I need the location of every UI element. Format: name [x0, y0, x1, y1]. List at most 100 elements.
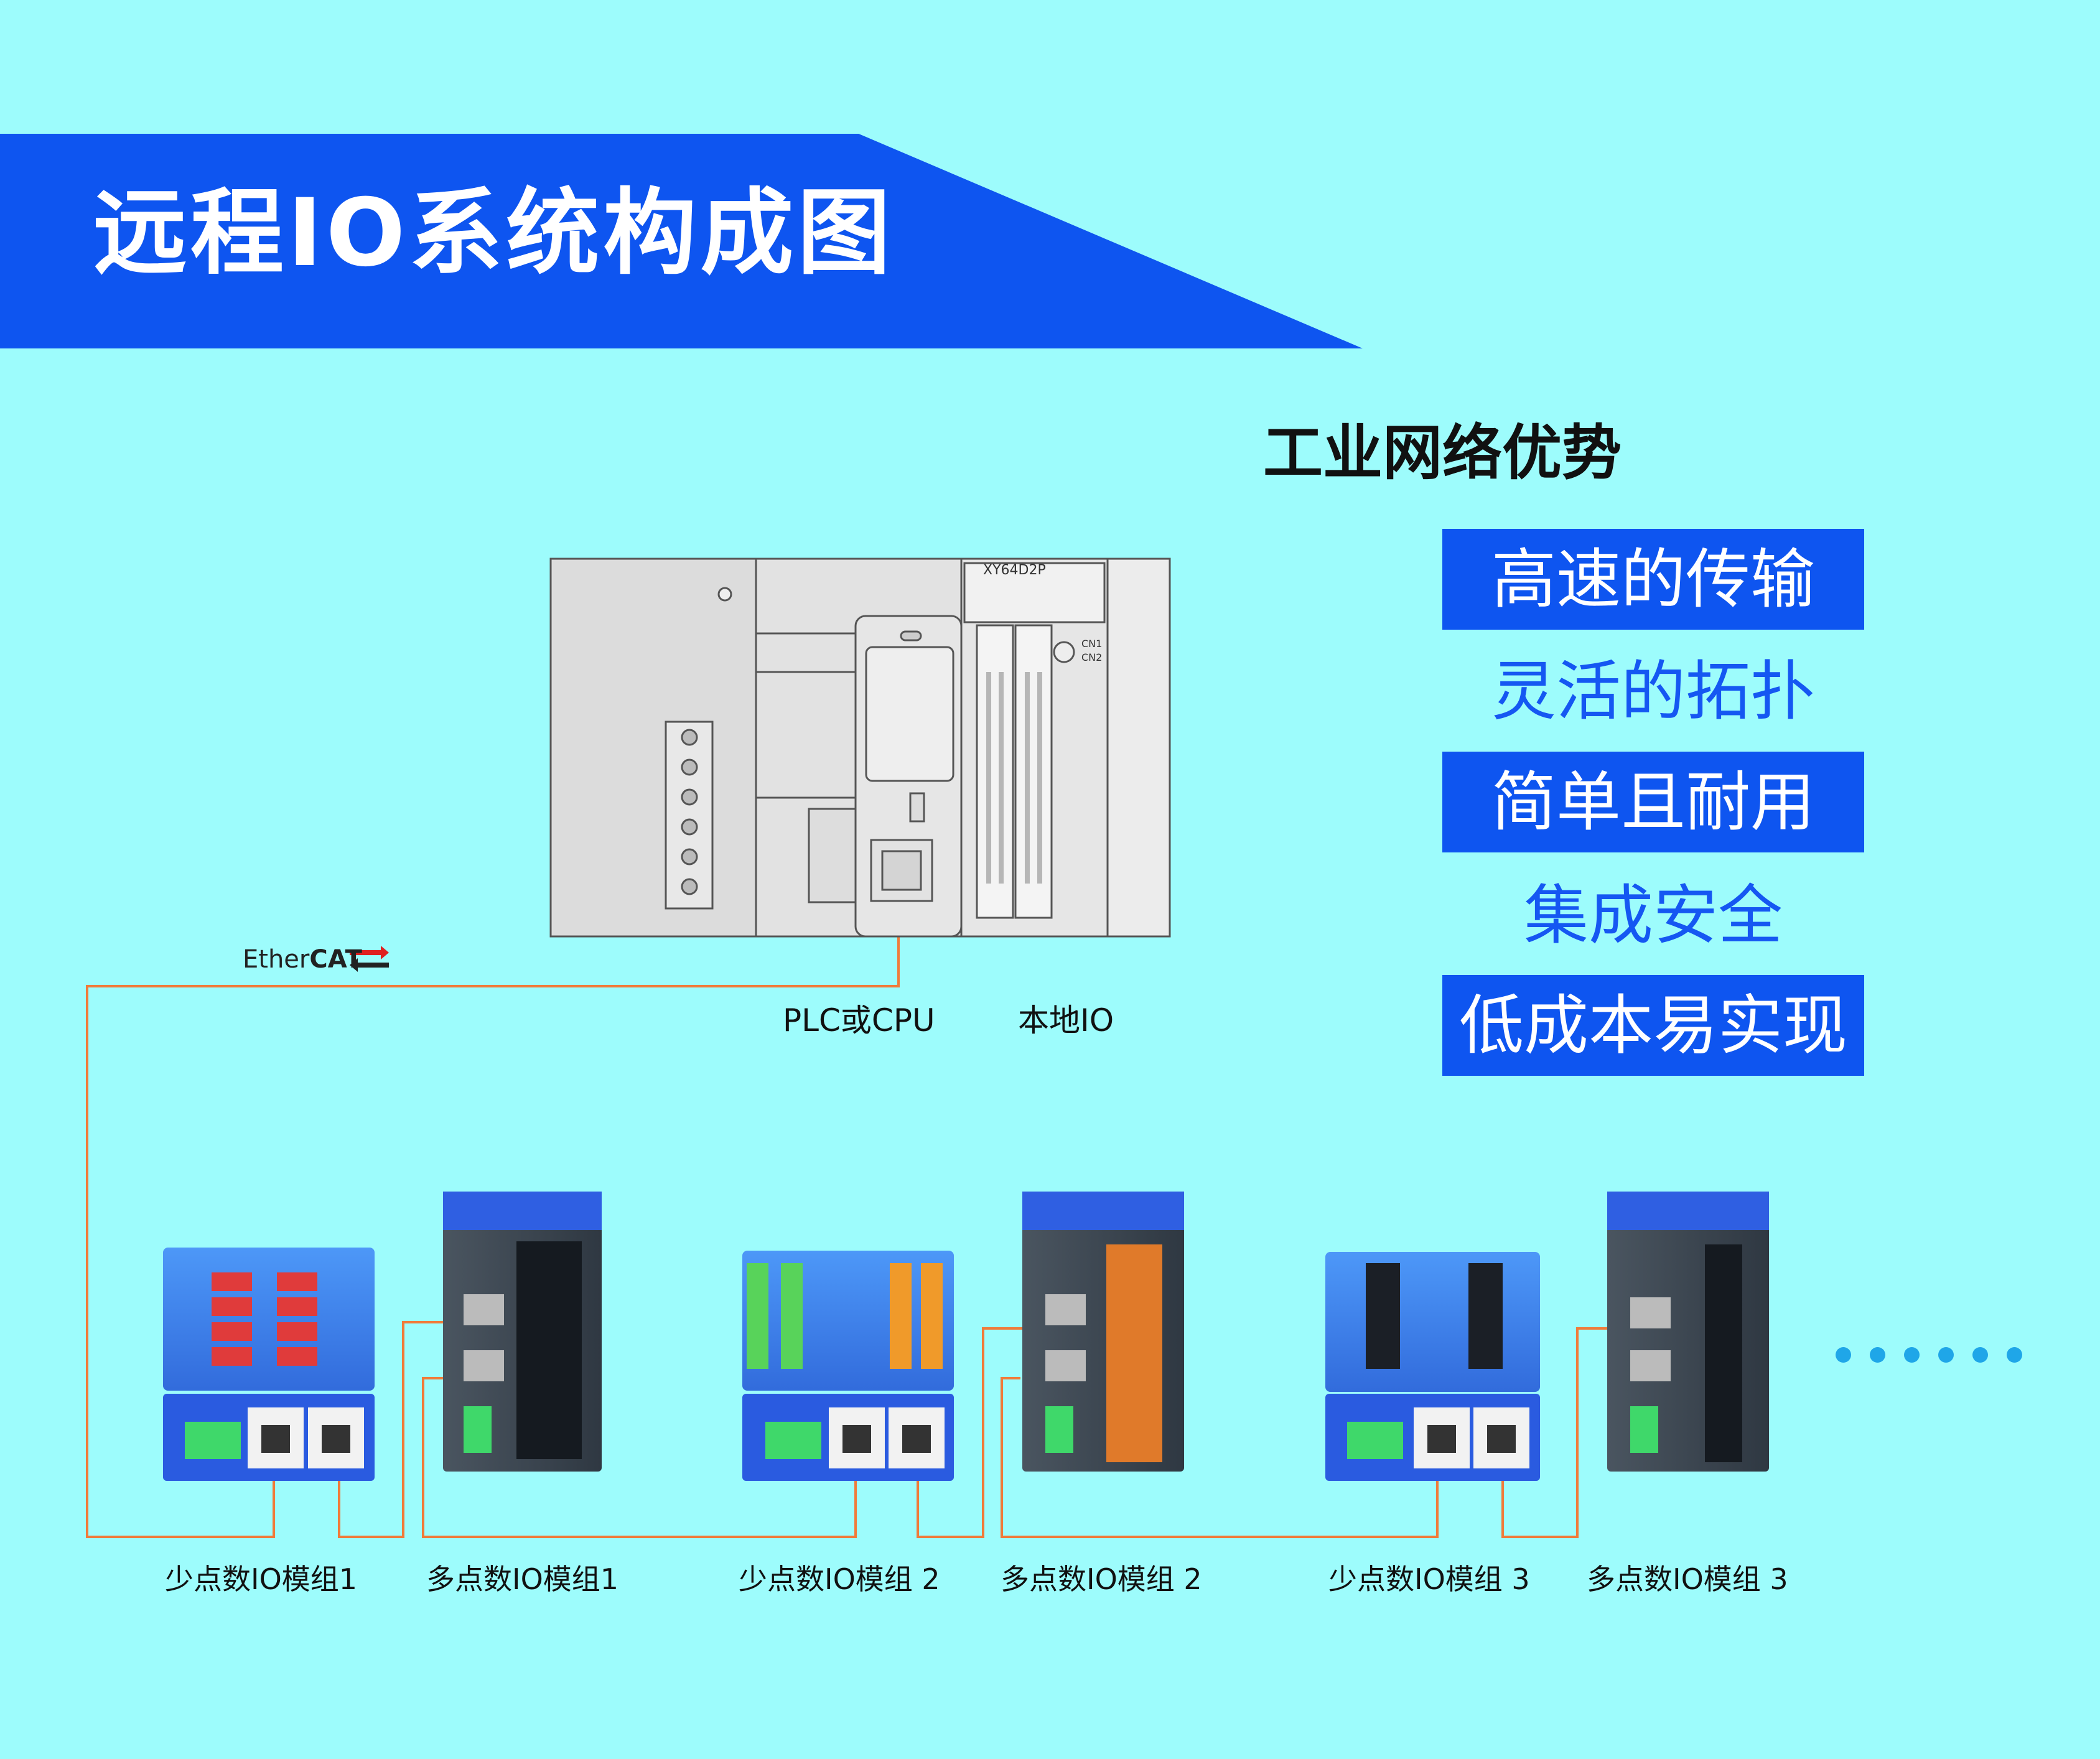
- plc-power-module: [549, 558, 757, 938]
- cn2-label: CN2: [1081, 651, 1102, 663]
- plc-terminal-block: [665, 721, 714, 910]
- title-banner-shape: [0, 134, 1363, 348]
- power-terminal: [464, 1406, 492, 1453]
- local-io-label-plate: [963, 562, 1106, 623]
- local-io-connector-2: [1014, 624, 1053, 919]
- remote-module-small-3: [1325, 1252, 1540, 1481]
- module-header-plate: [1022, 1192, 1184, 1230]
- relay-icon: [212, 1322, 252, 1341]
- remote-module-large-1: [443, 1192, 602, 1472]
- rj45-jack-icon: [902, 1425, 931, 1453]
- cable-module4-to-module5: [1001, 1377, 1439, 1538]
- module-header-plate: [1607, 1192, 1769, 1230]
- module-label-large-3: 多点数IO模组 3: [1587, 1562, 1788, 1596]
- rj45-jack-icon: [261, 1425, 290, 1453]
- pin-row: [999, 672, 1004, 884]
- pin-row: [986, 672, 991, 884]
- rj45-jack-icon: [842, 1425, 871, 1453]
- terminal-screw-icon: [681, 818, 698, 836]
- relay-icon: [212, 1347, 252, 1366]
- plc-cpu-label: PLC或CPU: [783, 1002, 935, 1038]
- title-banner: [0, 134, 1363, 348]
- plc-status-led: [900, 630, 922, 642]
- advantage-item-simple-durable: 简单且耐用: [1442, 752, 1864, 852]
- advantage-item-fast-transmission: 高速的传输: [1442, 529, 1864, 630]
- continuation-dot: [1870, 1347, 1885, 1363]
- plc-indicator-led: [717, 587, 732, 602]
- module-large-connector: [516, 1241, 582, 1459]
- power-terminal: [1630, 1406, 1658, 1453]
- remote-module-large-3: [1607, 1192, 1769, 1472]
- ethernet-port-in: [1630, 1297, 1671, 1328]
- terminal-row-orange: [890, 1263, 943, 1369]
- ethernet-port-in: [464, 1294, 504, 1325]
- advantages-heading: 工业网络优势: [1263, 418, 1622, 488]
- terminal-strip: [921, 1263, 943, 1369]
- continuation-ellipsis: [1836, 1347, 2022, 1363]
- power-terminal: [1347, 1422, 1403, 1459]
- local-io-connector-1: [976, 624, 1014, 919]
- relay-icon: [212, 1272, 252, 1291]
- plc-io-connector: [808, 808, 859, 903]
- remote-module-small-1: [163, 1248, 375, 1481]
- module-large-connector: [1705, 1244, 1742, 1462]
- rj45-jack-icon: [1487, 1425, 1516, 1453]
- relay-icon: [277, 1297, 317, 1316]
- module-connector: [1366, 1263, 1400, 1369]
- cable-plc-to-module1: [86, 936, 900, 1538]
- module-connector: [1468, 1263, 1503, 1369]
- module-header-plate: [443, 1192, 602, 1230]
- module-label-small-2: 少点数IO模组 2: [739, 1562, 940, 1596]
- advantage-item-low-cost: 低成本易实现: [1442, 975, 1864, 1076]
- ethernet-port-out: [1630, 1350, 1671, 1381]
- local-io-model-label: XY64D2P: [983, 562, 1046, 578]
- local-io-selector-icon: [1053, 641, 1075, 663]
- terminal-screw-icon: [681, 788, 698, 806]
- remote-module-large-2: [1022, 1192, 1184, 1472]
- ethercat-logo-prefix: Ether: [243, 945, 310, 974]
- pin-row: [1025, 672, 1030, 884]
- end-cover: [1106, 558, 1171, 938]
- ethercat-arrows-icon: [350, 946, 389, 972]
- plc-cpu-unit: [549, 558, 963, 938]
- cable-module3-to-module4: [917, 1327, 1027, 1538]
- cable-module5-to-module6: [1501, 1327, 1618, 1538]
- ethercat-logo: EtherCAT: [243, 947, 362, 972]
- terminal-screw-icon: [681, 729, 698, 746]
- local-io-pin-grid: [986, 672, 1042, 884]
- local-io-unit: XY64D2P CN1 CN2: [960, 558, 1171, 938]
- relay-icon: [212, 1297, 252, 1316]
- terminal-screw-icon: [681, 878, 698, 895]
- rj45-jack-icon: [1427, 1425, 1456, 1453]
- advantage-item-flexible-topology: 灵活的拓扑: [1491, 653, 1815, 729]
- remote-module-small-2: [742, 1251, 954, 1481]
- continuation-dot: [1938, 1347, 1954, 1363]
- terminal-strip: [890, 1263, 912, 1369]
- module-body: [163, 1248, 375, 1391]
- cn1-label: CN1: [1081, 638, 1102, 650]
- module-label-large-1: 多点数IO模组1: [426, 1562, 619, 1596]
- continuation-dot: [1972, 1347, 1988, 1363]
- module-label-large-2: 多点数IO模组 2: [1001, 1562, 1202, 1596]
- continuation-dot: [1836, 1347, 1851, 1363]
- power-terminal: [1045, 1406, 1073, 1453]
- terminal-screw-icon: [681, 848, 698, 866]
- continuation-dot: [1904, 1347, 1920, 1363]
- terminal-screw-icon: [681, 758, 698, 776]
- module-terminal-block: [1106, 1244, 1162, 1462]
- terminal-row-green: [747, 1263, 803, 1369]
- ethernet-port-out: [1045, 1350, 1086, 1381]
- relay-icon: [277, 1347, 317, 1366]
- module-label-small-1: 少点数IO模组1: [165, 1562, 358, 1596]
- power-terminal: [765, 1422, 821, 1459]
- page-title: 远程IO系统构成图: [93, 179, 895, 287]
- module-body: [1325, 1252, 1540, 1392]
- pin-row: [1037, 672, 1042, 884]
- relay-block: [212, 1272, 317, 1366]
- ethercat-cable: [86, 936, 1618, 1538]
- ethernet-port-out: [464, 1350, 504, 1381]
- local-io-label: 本地IO: [1018, 1002, 1114, 1038]
- advantage-item-integrated-safety: 集成安全: [1523, 877, 1783, 953]
- rj45-jack-icon: [322, 1425, 350, 1453]
